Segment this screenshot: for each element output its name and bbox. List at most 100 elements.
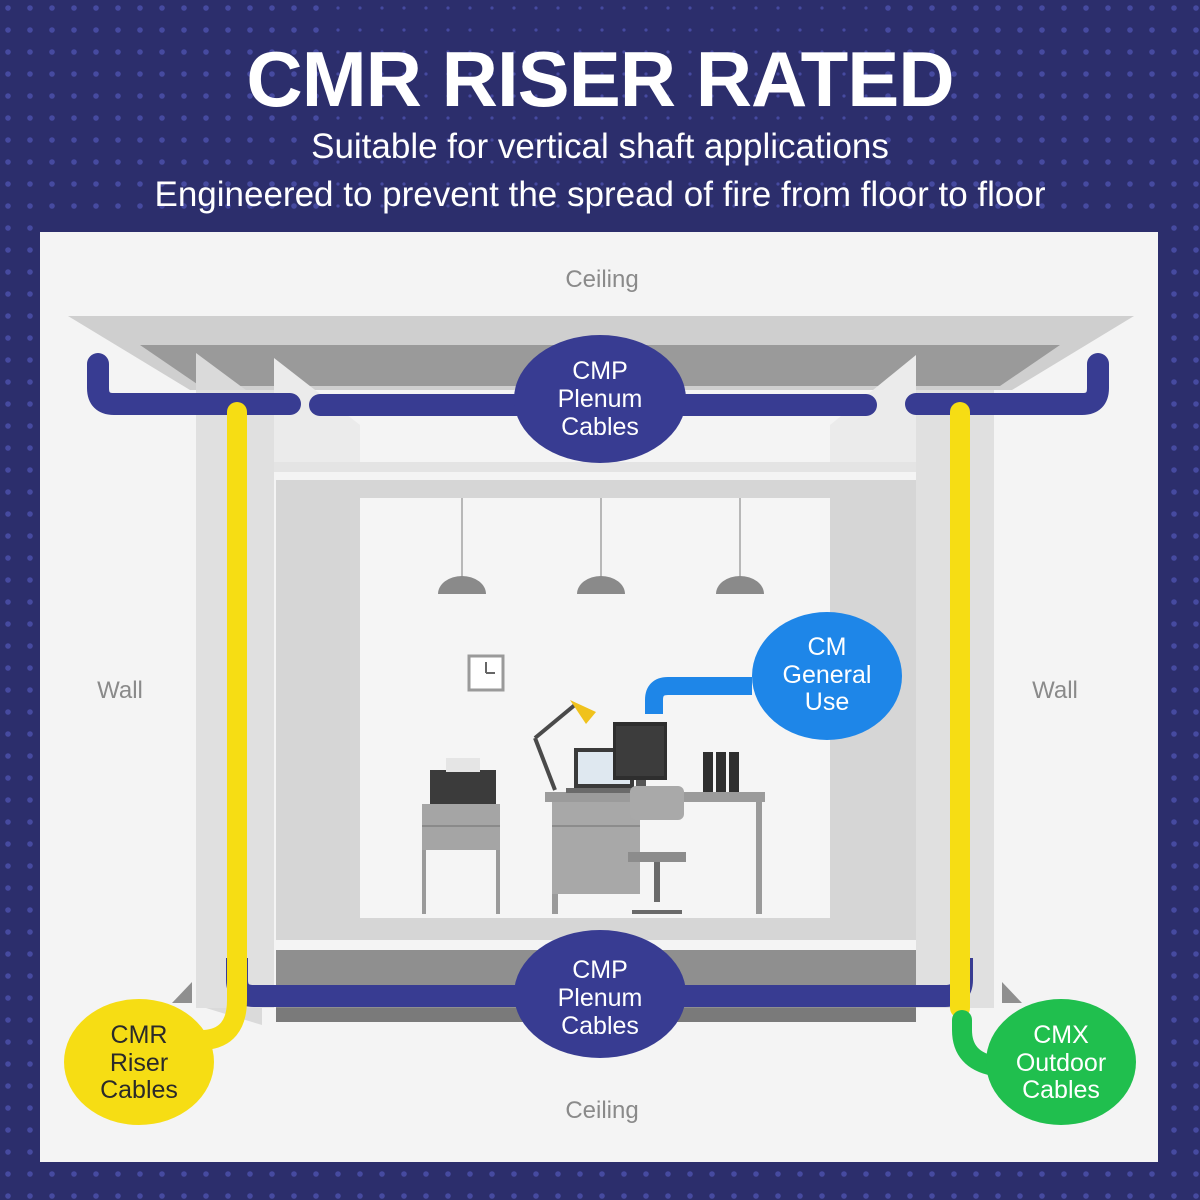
bg-dot xyxy=(1193,1193,1199,1199)
bg-dot xyxy=(1171,1039,1177,1045)
bg-dot xyxy=(512,50,516,54)
bg-dot xyxy=(1171,71,1177,77)
bg-dot xyxy=(599,1193,605,1199)
bg-dot xyxy=(688,28,692,32)
bg-dot xyxy=(929,27,935,33)
bg-dot xyxy=(578,138,582,142)
bg-dot xyxy=(776,204,780,208)
bg-dot xyxy=(336,138,340,142)
bg-dot xyxy=(864,182,868,186)
bg-dot xyxy=(247,137,253,143)
bg-dot xyxy=(291,1193,297,1199)
bg-dot xyxy=(490,182,494,186)
bg-dot xyxy=(27,1105,33,1111)
bg-dot xyxy=(1171,1017,1177,1023)
bg-dot xyxy=(137,1193,143,1199)
bg-dot xyxy=(380,94,384,98)
bg-dot xyxy=(445,1171,451,1177)
bg-dot xyxy=(907,203,913,209)
bg-dot xyxy=(842,116,846,120)
bg-dot xyxy=(93,159,99,165)
bg-dot xyxy=(973,49,979,55)
bg-dot xyxy=(951,137,957,143)
badge-cmp-top: CMP Plenum Cables xyxy=(514,335,686,463)
bg-dot xyxy=(424,204,428,208)
bg-dot xyxy=(512,94,516,98)
bg-dot xyxy=(269,49,275,55)
bg-dot xyxy=(467,1193,473,1199)
bg-dot xyxy=(555,1193,561,1199)
bg-dot xyxy=(798,72,802,76)
bg-dot xyxy=(995,203,1001,209)
bg-dot xyxy=(687,1193,693,1199)
bg-dot xyxy=(71,49,77,55)
bg-dot xyxy=(798,160,802,164)
bg-dot xyxy=(666,160,670,164)
bg-dot xyxy=(754,138,758,142)
bg-dot xyxy=(159,203,165,209)
bg-dot xyxy=(446,6,450,10)
bg-dot xyxy=(1105,159,1111,165)
bg-dot xyxy=(1083,71,1089,77)
bg-dot xyxy=(1105,115,1111,121)
bg-dot xyxy=(666,6,670,10)
bg-dot xyxy=(798,116,802,120)
bg-dot xyxy=(27,643,33,649)
bg-dot xyxy=(929,137,935,143)
bg-dot xyxy=(1083,27,1089,33)
bg-dot xyxy=(5,1171,11,1177)
bg-dot xyxy=(710,50,714,54)
bg-dot xyxy=(644,138,648,142)
bg-dot xyxy=(688,160,692,164)
bg-dot xyxy=(732,94,736,98)
page-title: CMR RISER RATED xyxy=(246,35,954,123)
bg-dot xyxy=(1149,159,1155,165)
bg-dot xyxy=(1193,665,1199,671)
bg-dot xyxy=(1017,27,1023,33)
bg-dot xyxy=(291,1171,297,1177)
bg-dot xyxy=(490,6,494,10)
bg-dot xyxy=(358,6,362,10)
bg-dot xyxy=(995,1193,1001,1199)
bg-dot xyxy=(512,182,516,186)
bg-dot xyxy=(1171,1105,1177,1111)
bg-dot xyxy=(269,137,275,143)
bg-dot xyxy=(93,93,99,99)
bg-dot xyxy=(666,28,670,32)
bg-dot xyxy=(710,160,714,164)
bg-dot xyxy=(1171,115,1177,121)
bg-dot xyxy=(203,181,209,187)
bg-dot xyxy=(5,159,11,165)
bg-dot xyxy=(5,1039,11,1045)
bg-dot xyxy=(225,49,231,55)
bg-dot xyxy=(864,116,868,120)
bg-dot xyxy=(578,6,582,10)
bg-dot xyxy=(951,1171,957,1177)
bg-dot xyxy=(1193,203,1199,209)
bg-dot xyxy=(973,203,979,209)
bg-dot xyxy=(973,27,979,33)
bg-dot xyxy=(1039,115,1045,121)
bg-dot xyxy=(1171,621,1177,627)
bg-dot xyxy=(556,94,560,98)
bg-dot xyxy=(864,50,868,54)
bg-dot xyxy=(973,1171,979,1177)
bg-dot xyxy=(973,93,979,99)
bg-dot xyxy=(709,1171,715,1177)
bg-dot xyxy=(1193,731,1199,737)
bg-dot xyxy=(446,94,450,98)
bg-dot xyxy=(1171,885,1177,891)
bg-dot xyxy=(446,160,450,164)
bg-dot xyxy=(798,28,802,32)
bg-dot xyxy=(732,138,736,142)
bg-dot xyxy=(203,115,209,121)
bg-dot xyxy=(27,467,33,473)
bg-dot xyxy=(489,1171,495,1177)
bg-dot xyxy=(1171,687,1177,693)
bg-dot xyxy=(49,5,55,11)
bg-dot xyxy=(27,885,33,891)
bg-dot xyxy=(1193,1061,1199,1067)
bg-dot xyxy=(666,50,670,54)
bg-dot xyxy=(27,973,33,979)
bg-dot xyxy=(995,49,1001,55)
